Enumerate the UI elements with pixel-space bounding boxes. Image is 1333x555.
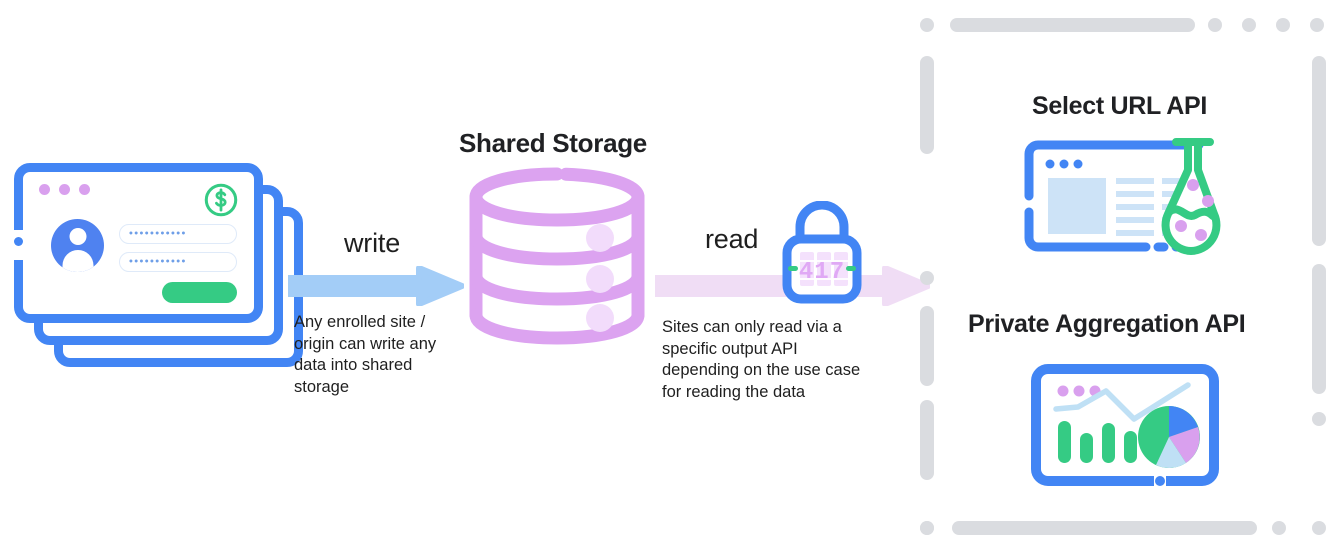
write-label: write xyxy=(344,228,401,258)
avatar-body xyxy=(62,250,93,272)
panel-dash xyxy=(920,521,934,535)
combination-padlock-icon: 417 xyxy=(778,200,866,310)
select-url-api-title: Select URL API xyxy=(1032,92,1208,120)
database-cylinder-icon xyxy=(466,166,648,351)
panel-dash xyxy=(920,400,934,480)
browser-flask-icon xyxy=(1018,136,1236,261)
panel-dash xyxy=(1310,18,1324,32)
write-caption: Any enrolled site / origin can write any… xyxy=(294,313,437,396)
username-field-value: ••••••••••• xyxy=(129,227,187,240)
password-field[interactable]: ••••••••••• xyxy=(119,252,237,272)
browser-window-front: ••••••••••• ••••••••••• xyxy=(14,163,263,323)
output-apis-panel: Select URL API xyxy=(920,8,1333,548)
username-field[interactable]: ••••••••••• xyxy=(119,224,237,244)
panel-dash xyxy=(1208,18,1222,32)
panel-dash xyxy=(1242,18,1256,32)
panel-dash xyxy=(1312,412,1326,426)
window-dot-1 xyxy=(39,184,50,195)
dollar-circle-icon xyxy=(202,181,240,219)
write-arrow xyxy=(288,266,464,306)
svg-text:417: 417 xyxy=(799,259,845,286)
panel-dash xyxy=(920,18,934,32)
submit-button[interactable] xyxy=(162,282,237,303)
source-sites-illustration: ••••••••••• ••••••••••• xyxy=(14,163,304,368)
panel-dash xyxy=(1312,264,1326,394)
private-aggregation-api-title: Private Aggregation API xyxy=(968,310,1246,338)
avatar-head xyxy=(69,228,86,245)
panel-dash xyxy=(1312,56,1326,246)
panel-dash xyxy=(1272,521,1286,535)
panel-dash xyxy=(920,56,934,154)
password-field-value: ••••••••••• xyxy=(129,255,187,268)
frame-dot xyxy=(14,237,23,246)
panel-dash xyxy=(950,18,1195,32)
read-caption: Sites can only read via a specific outpu… xyxy=(662,318,861,401)
window-dot-3 xyxy=(79,184,90,195)
panel-dash xyxy=(1312,521,1326,535)
panel-dash xyxy=(920,306,934,386)
panel-dash xyxy=(920,271,934,285)
window-controls xyxy=(39,184,90,195)
panel-dash xyxy=(1276,18,1290,32)
window-dot-2 xyxy=(59,184,70,195)
avatar xyxy=(51,219,104,272)
read-label: read xyxy=(705,224,759,254)
panel-dash xyxy=(952,521,1257,535)
shared-storage-title: Shared Storage xyxy=(459,128,647,158)
analytics-dashboard-icon xyxy=(1030,363,1220,498)
